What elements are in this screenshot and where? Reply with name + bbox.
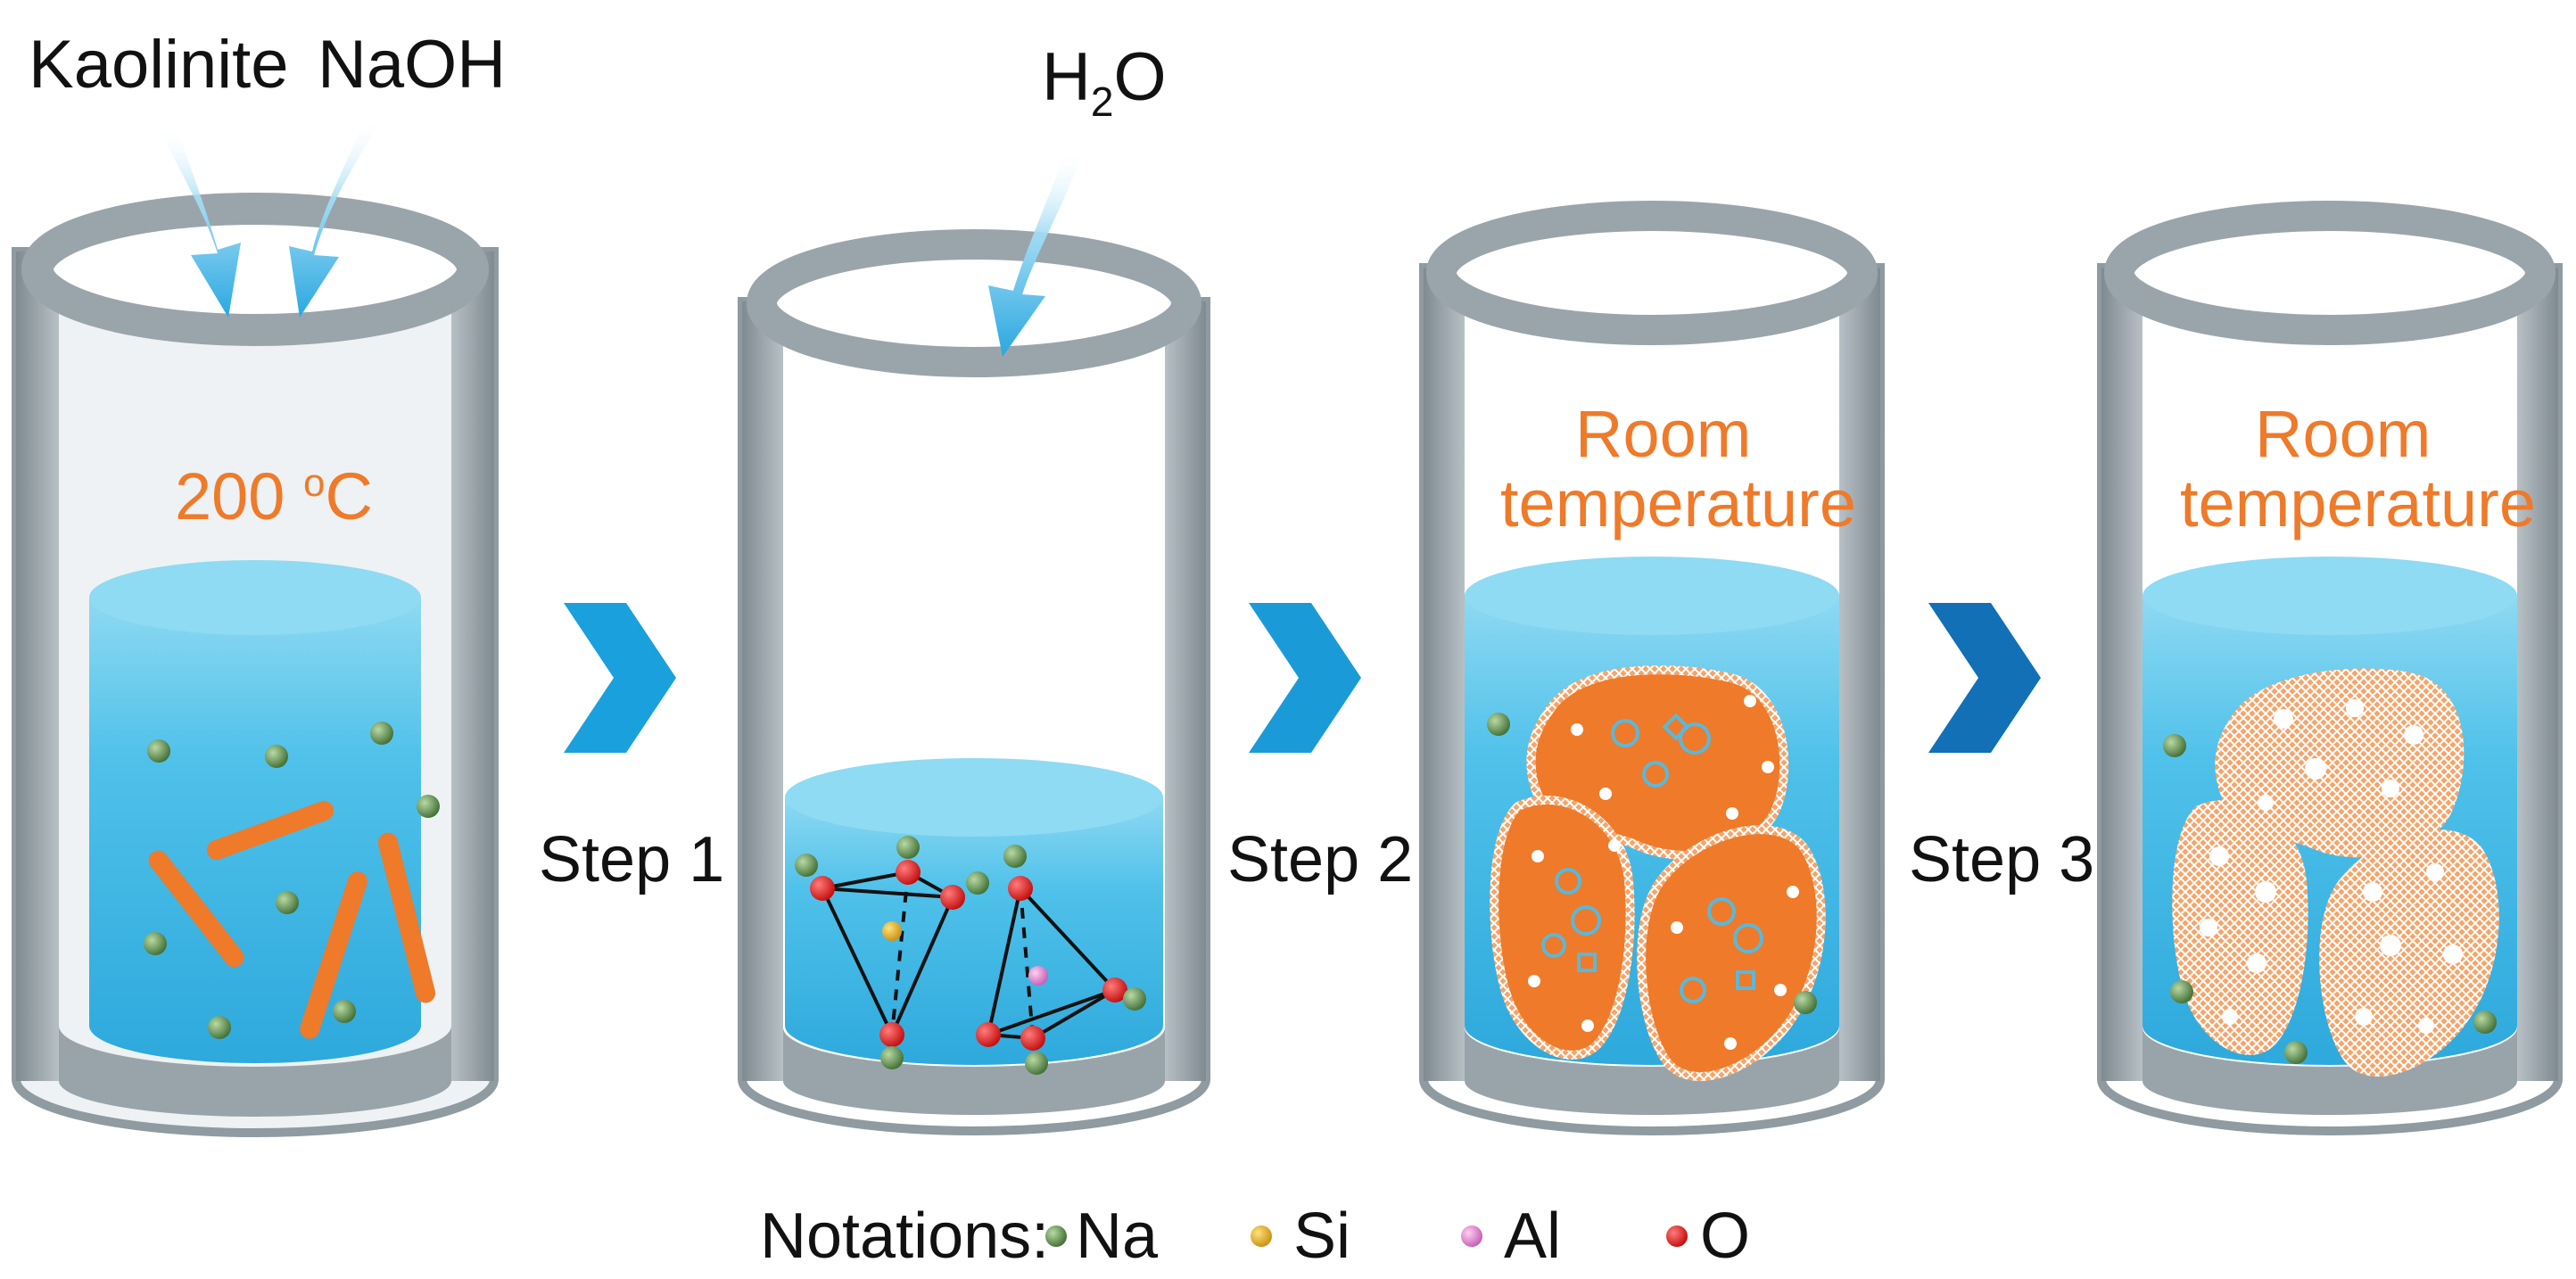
legend-al-dot bbox=[1461, 1225, 1482, 1247]
beaker-3-condition-line-2: temperature bbox=[1500, 466, 1856, 540]
legend-title: Notations: bbox=[760, 1201, 1049, 1272]
legend-na-label: Na bbox=[1076, 1201, 1159, 1272]
beaker-1-condition: 200 oC bbox=[175, 459, 373, 533]
naoh-label: NaOH bbox=[318, 27, 506, 103]
beaker-3-condition-line-1: Room bbox=[1575, 397, 1751, 471]
kaolinite-flakes bbox=[148, 801, 436, 1039]
na-ions-beaker-2 bbox=[795, 836, 1146, 1075]
pores bbox=[2200, 699, 2463, 1034]
legend-o-label: O bbox=[1700, 1201, 1750, 1272]
si-atom bbox=[882, 921, 902, 941]
legend-al-label: Al bbox=[1504, 1201, 1561, 1272]
water-arrow bbox=[988, 148, 1085, 357]
beaker-4: Room temperature bbox=[2097, 201, 2563, 1135]
legend-si-label: Si bbox=[1293, 1201, 1350, 1272]
naoh-arrow bbox=[289, 118, 384, 318]
al-atom bbox=[1028, 966, 1048, 986]
legend-na-dot bbox=[1045, 1225, 1067, 1247]
legend-o-dot bbox=[1666, 1225, 1688, 1247]
chevron-1 bbox=[564, 603, 676, 753]
na-ions-beaker-4 bbox=[2163, 734, 2497, 1064]
beaker-4-condition-line-1: Room bbox=[2255, 397, 2431, 471]
chevron-2 bbox=[1249, 603, 1361, 753]
kaolinite-label: Kaolinite bbox=[29, 27, 289, 103]
water-label: H2O bbox=[1042, 39, 1167, 125]
beaker-2 bbox=[738, 229, 1210, 1135]
orange-particles bbox=[1490, 665, 1826, 1081]
legend-si-dot bbox=[1251, 1225, 1272, 1247]
kaolinite-arrow bbox=[157, 125, 241, 318]
step-2-label: Step 2 bbox=[1227, 824, 1413, 895]
o-atoms bbox=[810, 860, 1127, 1051]
beaker-1: 200 oC bbox=[12, 193, 499, 1137]
legend: Notations: Na Si Al O bbox=[760, 1201, 1750, 1272]
beaker-3: Room temperature bbox=[1419, 201, 1885, 1135]
chevron-3 bbox=[1928, 603, 2041, 753]
na-ions-beaker-1 bbox=[144, 722, 440, 1039]
beaker-4-condition-line-2: temperature bbox=[2180, 466, 2536, 540]
step-1-label: Step 1 bbox=[539, 824, 724, 895]
step-3-label: Step 3 bbox=[1909, 824, 2094, 895]
na-ions-beaker-3 bbox=[1487, 713, 1817, 1014]
